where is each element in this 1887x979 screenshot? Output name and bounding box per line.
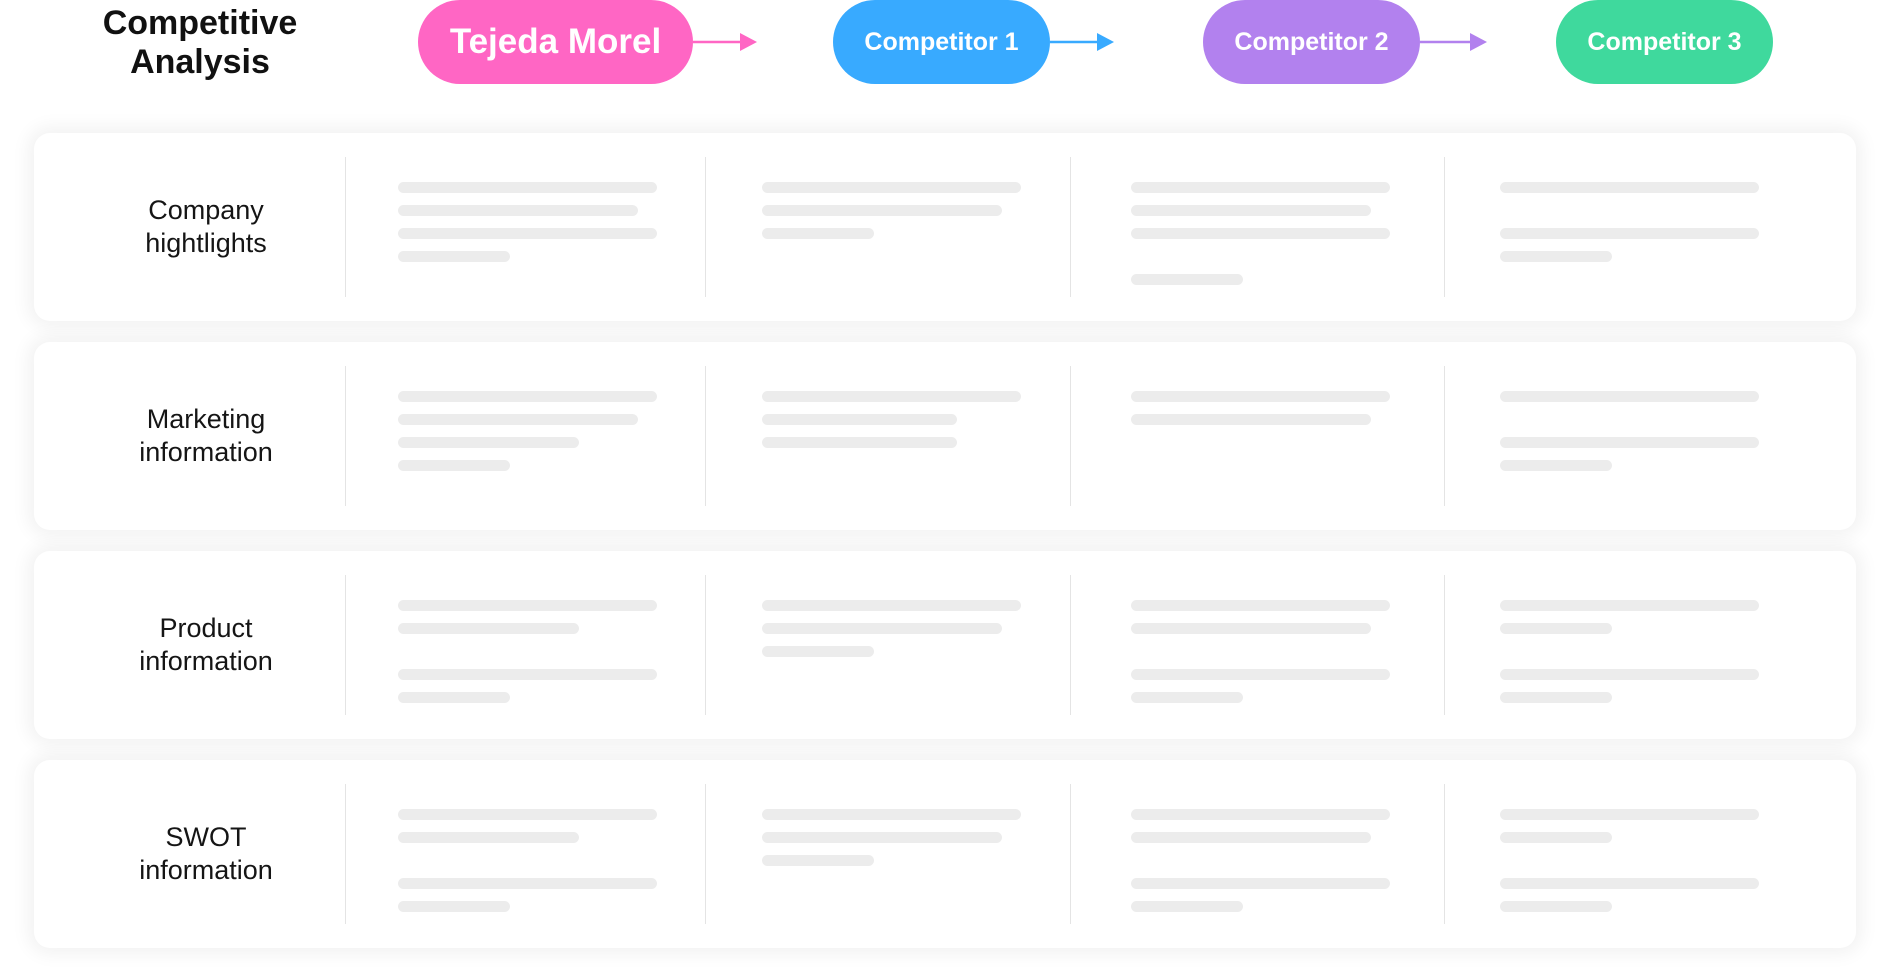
- placeholder-line: [398, 832, 579, 843]
- placeholder-line: [762, 391, 1021, 402]
- placeholder-line: [762, 414, 957, 425]
- placeholder-line: [1131, 600, 1390, 611]
- placeholder-line: [398, 692, 510, 703]
- placeholder-line: [398, 414, 638, 425]
- placeholder-line: [1131, 692, 1243, 703]
- placeholder-line: [762, 855, 874, 866]
- placeholder-line: [398, 669, 657, 680]
- placeholder-line: [762, 182, 1021, 193]
- column-divider: [1070, 575, 1071, 715]
- placeholder-line: [1500, 391, 1759, 402]
- placeholder-line: [1131, 623, 1371, 634]
- pill-competitor-3[interactable]: Competitor 3: [1556, 0, 1773, 84]
- placeholder-line: [762, 809, 1021, 820]
- placeholder-line: [762, 228, 874, 239]
- placeholder-line: [1131, 205, 1371, 216]
- column-divider: [345, 575, 346, 715]
- arrow-right-icon: [1050, 33, 1114, 51]
- placeholder-line: [1131, 809, 1390, 820]
- placeholder-line: [1131, 878, 1390, 889]
- placeholder-line: [762, 623, 1002, 634]
- column-divider: [1444, 784, 1445, 924]
- comparison-row: Marketing information: [34, 342, 1856, 530]
- placeholder-line: [398, 623, 579, 634]
- placeholder-line: [1131, 228, 1390, 239]
- column-divider: [345, 157, 346, 297]
- column-divider: [1070, 157, 1071, 297]
- column-divider: [1070, 784, 1071, 924]
- placeholder-line: [762, 437, 957, 448]
- placeholder-line: [1500, 878, 1759, 889]
- placeholder-line: [398, 809, 657, 820]
- row-label: Company hightlights: [145, 195, 267, 258]
- placeholder-line: [398, 182, 657, 193]
- comparison-row: SWOT information: [34, 760, 1856, 948]
- column-divider: [1444, 575, 1445, 715]
- placeholder-line: [1131, 391, 1390, 402]
- row-label: SWOT information: [139, 822, 273, 885]
- placeholder-line: [1500, 832, 1612, 843]
- placeholder-line: [1131, 901, 1243, 912]
- placeholder-line: [398, 901, 510, 912]
- placeholder-line: [1131, 182, 1390, 193]
- placeholder-line: [762, 205, 1002, 216]
- column-divider: [705, 366, 706, 506]
- placeholder-line: [398, 878, 657, 889]
- column-divider: [1444, 366, 1445, 506]
- pill-tejeda-morel[interactable]: Tejeda Morel: [418, 0, 693, 84]
- placeholder-line: [1500, 623, 1612, 634]
- column-divider: [705, 157, 706, 297]
- placeholder-line: [762, 600, 1021, 611]
- placeholder-line: [1131, 274, 1243, 285]
- placeholder-line: [398, 391, 657, 402]
- placeholder-line: [762, 646, 874, 657]
- placeholder-line: [1500, 692, 1612, 703]
- arrow-right-icon: [1420, 33, 1487, 51]
- placeholder-line: [1500, 600, 1759, 611]
- placeholder-line: [1500, 901, 1612, 912]
- column-divider: [705, 784, 706, 924]
- comparison-row: Product information: [34, 551, 1856, 739]
- placeholder-line: [398, 460, 510, 471]
- placeholder-line: [1131, 832, 1371, 843]
- row-label: Product information: [139, 613, 273, 676]
- placeholder-line: [398, 205, 638, 216]
- placeholder-line: [1131, 669, 1390, 680]
- placeholder-line: [762, 832, 1002, 843]
- placeholder-line: [1500, 251, 1612, 262]
- placeholder-line: [1500, 809, 1759, 820]
- column-divider: [345, 366, 346, 506]
- placeholder-line: [1500, 669, 1759, 680]
- placeholder-line: [398, 437, 579, 448]
- placeholder-line: [1500, 437, 1759, 448]
- row-label: Marketing information: [139, 404, 273, 467]
- placeholder-line: [1500, 182, 1759, 193]
- column-divider: [345, 784, 346, 924]
- column-divider: [1070, 366, 1071, 506]
- placeholder-line: [1500, 460, 1612, 471]
- placeholder-line: [398, 600, 657, 611]
- pill-competitor-1[interactable]: Competitor 1: [833, 0, 1050, 84]
- column-divider: [705, 575, 706, 715]
- comparison-row: Company hightlights: [34, 133, 1856, 321]
- placeholder-line: [398, 251, 510, 262]
- placeholder-line: [398, 228, 657, 239]
- pill-competitor-2[interactable]: Competitor 2: [1203, 0, 1420, 84]
- arrow-right-icon: [693, 33, 757, 51]
- column-divider: [1444, 157, 1445, 297]
- page-title: Competitive Analysis: [102, 4, 298, 81]
- placeholder-line: [1131, 414, 1371, 425]
- placeholder-line: [1500, 228, 1759, 239]
